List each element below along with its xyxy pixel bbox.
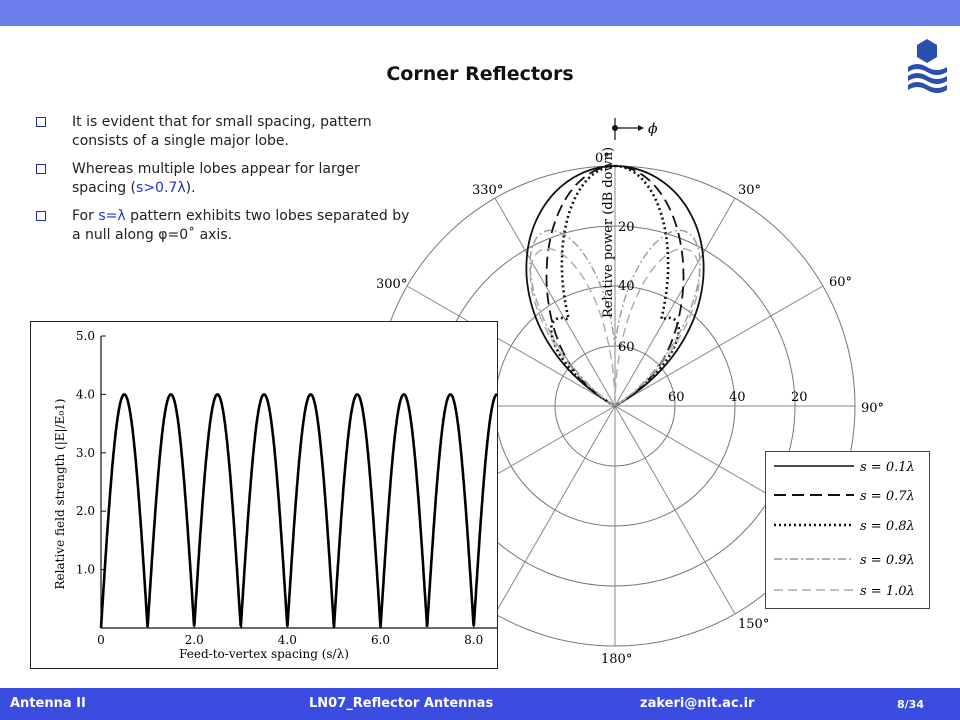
x-tick-label: 0: [97, 633, 105, 647]
radial-tick-60: 60: [618, 340, 635, 355]
bullet-square-icon: [36, 117, 46, 127]
radial-tick-40: 40: [618, 279, 635, 294]
legend-svg: s = 0.1λ s = 0.7λ s = 0.8λ s = 0.9λ s = …: [774, 460, 915, 599]
field-curve: [99, 393, 498, 630]
legend-item: s = 0.1λ: [774, 460, 915, 475]
legend-label: s = 0.8λ: [860, 519, 915, 534]
pattern-s08: [549, 164, 681, 408]
x-axis-label: Feed-to-vertex spacing (s/λ): [179, 647, 349, 661]
bullet-item: Whereas multiple lobes appear for larger…: [36, 160, 416, 198]
bullet-text: It is evident that for small spacing, pa…: [72, 114, 372, 149]
pattern-s10: [529, 247, 701, 407]
grid-spoke: [494, 405, 616, 615]
field-strength-chart: 0 2.0 4.0 6.0 8.0 1.0 2.0 3.0 4.0 5.0 Feed-to-ver…: [30, 321, 498, 669]
field-ticks: 0 2.0 4.0 6.0 8.0 1.0 2.0 3.0 4.0 5.0: [76, 329, 483, 647]
bullet-square-icon: [36, 211, 46, 221]
footer-bar: Antenna II LN07_Reflector Antennas zaker…: [0, 688, 960, 720]
bullet-item: It is evident that for small spacing, pa…: [36, 113, 416, 151]
phi-axis-marker: ϕ: [612, 118, 658, 140]
field-strength-line: [99, 393, 498, 630]
polar-curves: [525, 164, 705, 408]
slide-title: Corner Reflectors: [386, 63, 574, 85]
top-banner: [0, 0, 960, 26]
angle-label-60: 60°: [829, 275, 852, 290]
y-tick-label: 5.0: [76, 329, 95, 343]
legend-label: s = 0.9λ: [860, 553, 915, 568]
legend-item: s = 0.8λ: [774, 519, 915, 534]
legend-label: s = 0.7λ: [860, 489, 915, 504]
x-tick-label: 4.0: [278, 633, 297, 647]
grid-spoke: [406, 285, 616, 407]
angle-label-30: 30°: [738, 183, 761, 198]
phi-label: ϕ: [648, 121, 658, 137]
legend-item: s = 1.0λ: [774, 584, 915, 599]
footer-lecture: LN07_Reflector Antennas: [309, 696, 494, 711]
legend-label: s = 0.1λ: [860, 460, 915, 475]
field-strength-svg: 0 2.0 4.0 6.0 8.0 1.0 2.0 3.0 4.0 5.0 Feed-to-ver…: [53, 329, 498, 661]
bullet-square-icon: [36, 164, 46, 174]
horizontal-tick-20: 20: [791, 390, 808, 405]
bullet-text: For: [72, 208, 99, 224]
y-tick-label: 1.0: [76, 563, 95, 577]
x-tick-label: 2.0: [185, 633, 204, 647]
grid-spoke: [614, 405, 736, 615]
bullet-text: ).: [185, 180, 196, 196]
pattern-s09: [529, 229, 701, 407]
footer-page: 8/34: [897, 698, 924, 711]
legend-item: s = 0.7λ: [774, 489, 915, 504]
grid-spoke: [614, 197, 736, 407]
bullet-list: It is evident that for small spacing, pa…: [36, 113, 416, 254]
grid-spoke: [494, 197, 616, 407]
x-tick-label: 6.0: [371, 633, 390, 647]
y-tick-label: 4.0: [76, 387, 95, 401]
angle-label-0: 0°: [595, 151, 610, 166]
angle-label-180: 180°: [601, 652, 632, 667]
bullet-highlight: s>0.7λ: [136, 180, 186, 196]
footer-email: zakeri@nit.ac.ir: [640, 696, 755, 711]
legend-item: s = 0.9λ: [774, 553, 915, 568]
y-tick-label: 3.0: [76, 446, 95, 460]
angle-label-90: 90°: [861, 401, 884, 416]
angle-label-150: 150°: [738, 617, 769, 632]
y-axis-label: Relative field strength (|E|/E₀1): [53, 399, 67, 590]
footer-course: Antenna II: [10, 696, 86, 711]
field-axes: [100, 336, 497, 629]
y-tick-label: 2.0: [76, 504, 95, 518]
horizontal-tick-40: 40: [729, 390, 746, 405]
university-logo-icon: [908, 39, 947, 93]
grid-spoke: [614, 285, 824, 407]
x-tick-label: 8.0: [464, 633, 483, 647]
radial-tick-20: 20: [618, 220, 635, 235]
bullet-item: For s=λ pattern exhibits two lobes separ…: [36, 207, 416, 245]
bullet-highlight: s=λ: [98, 208, 126, 224]
legend-label: s = 1.0λ: [860, 584, 915, 599]
polar-legend: s = 0.1λ s = 0.7λ s = 0.8λ s = 0.9λ s = …: [765, 451, 930, 609]
bullet-text: Whereas multiple lobes appear for larger…: [72, 161, 360, 196]
angle-label-330: 330°: [472, 183, 503, 198]
horizontal-tick-60: 60: [668, 390, 685, 405]
bullet-text: pattern exhibits two lobes separated by …: [72, 208, 410, 243]
angle-label-300: 300°: [376, 277, 407, 292]
radial-axis-label: Relative power (dB down): [601, 147, 616, 318]
